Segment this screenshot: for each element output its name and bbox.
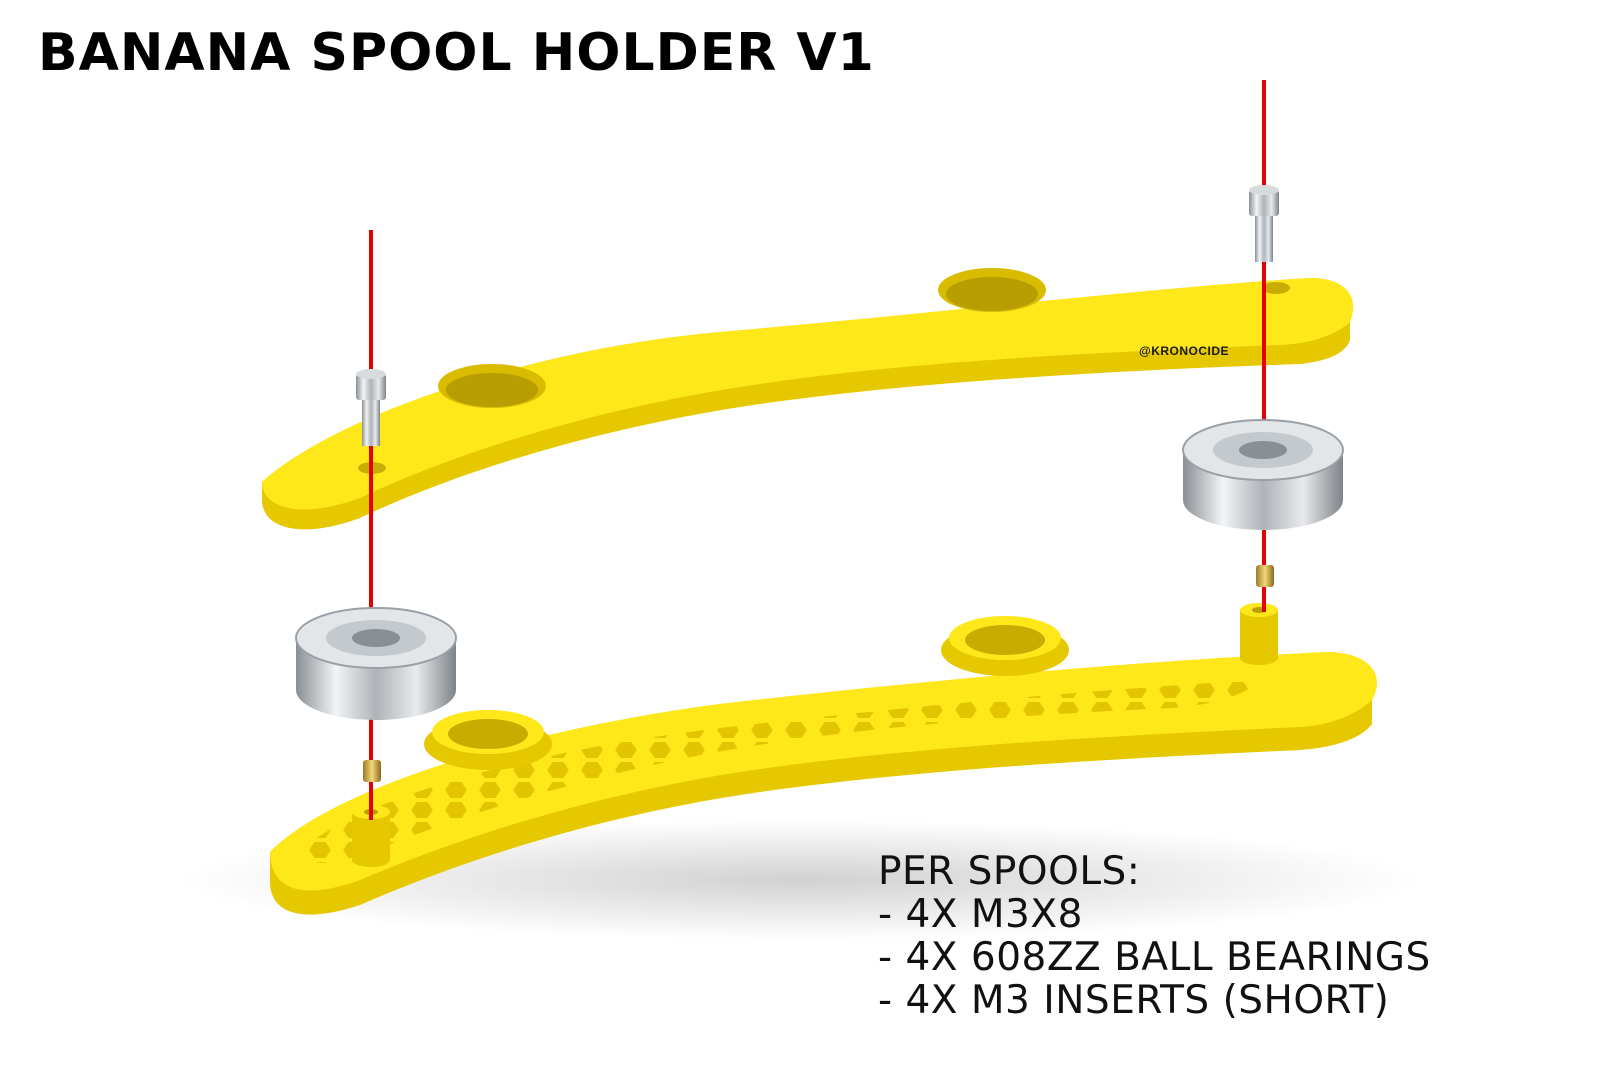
screw-left <box>356 369 386 446</box>
top-banana-plate <box>262 268 1354 530</box>
parts-item: - 4X M3 INSERTS (SHORT) <box>878 978 1390 1023</box>
page-title: BANANA SPOOL HOLDER V1 <box>38 23 875 83</box>
parts-item: - 4X M3X8 <box>878 892 1083 937</box>
bottom-banana-plate <box>270 603 1377 915</box>
author-watermark: @KRONOCIDE <box>1139 344 1230 358</box>
parts-list: PER SPOOLS: - 4X M3X8 - 4X 608ZZ BALL BE… <box>878 850 1431 1022</box>
insert-left <box>363 760 381 782</box>
screw-right <box>1249 185 1279 262</box>
bearing-left <box>295 607 457 720</box>
parts-item: - 4X 608ZZ BALL BEARINGS <box>878 935 1431 980</box>
bearing-right <box>1182 419 1344 530</box>
insert-right <box>1256 565 1274 587</box>
parts-heading: PER SPOOLS: <box>878 849 1141 894</box>
